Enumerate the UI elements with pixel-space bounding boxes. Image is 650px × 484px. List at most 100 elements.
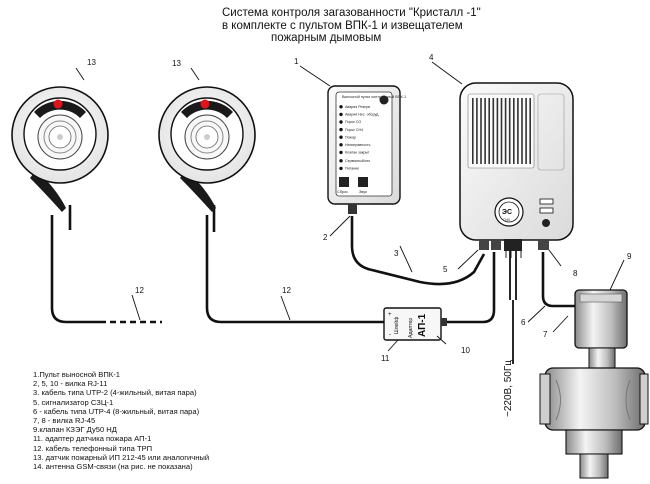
- legend-item: 7, 8 - вилка RJ-45: [33, 416, 96, 426]
- grille-slot: [500, 98, 503, 164]
- callout-9: 9: [627, 252, 632, 261]
- grille-slot: [480, 98, 482, 164]
- callout-6: 6: [521, 318, 526, 327]
- legend-item: 3. кабель типа UTP-2 (4-жильный, витая п…: [33, 388, 197, 398]
- indicator-led-icon: [339, 150, 343, 155]
- grille-slot: [488, 98, 490, 164]
- rj11-plug-5: [479, 239, 489, 250]
- indicator-label: Питание: [345, 167, 359, 171]
- title-line-3: пожарным дымовым: [271, 32, 382, 44]
- rj11-plug-adapter: [491, 239, 501, 250]
- grille-slot: [484, 98, 486, 164]
- adapter-ap1: Адаптер АП-1 Шлейф + -: [383, 307, 447, 341]
- grille-slot: [504, 98, 507, 164]
- indicator-led-icon: [339, 135, 343, 139]
- rj45-plug-8: [538, 239, 549, 250]
- legend-item: 14. антенна GSM-связи (на рис. не показа…: [33, 462, 193, 472]
- grille-slot: [472, 98, 474, 164]
- callout-12-right: 12: [282, 286, 291, 295]
- indicator-led-icon: [339, 105, 343, 109]
- grille-slot: [517, 98, 519, 164]
- indicator-label: Авария Нес. оборуд.: [345, 113, 379, 117]
- legend-item: 1.Пульт выносной ВПК-1: [33, 370, 120, 379]
- indicator-label: Порог СН4: [345, 128, 363, 132]
- indicator-led-icon: [339, 127, 343, 132]
- sound-button-icon: [358, 177, 368, 187]
- callout-11: 11: [381, 354, 390, 363]
- power-label: ~220В, 50Гц: [503, 360, 514, 417]
- legend-item: 12. кабель телефонный типа ТРП: [33, 443, 153, 453]
- indicator-led-icon: [339, 112, 343, 117]
- cable-12-left: [50, 205, 162, 324]
- indicator-led-icon: [339, 166, 343, 171]
- cable-3: [350, 216, 486, 286]
- callout-5: 5: [443, 265, 448, 274]
- grille-slot: [496, 98, 499, 164]
- legend-item: 5. сигнализатор СЗЦ-1: [33, 397, 114, 407]
- callout-13-right: 13: [172, 59, 181, 68]
- indicator-led-icon: [339, 159, 343, 163]
- gas-detector-szc1: ЭС СН4: [459, 82, 574, 258]
- indicator-label: Порог СО: [345, 120, 361, 124]
- callout-3: 3: [394, 249, 399, 258]
- reset-button-icon: [339, 177, 349, 187]
- callout-2: 2: [323, 233, 328, 242]
- legend-item: 11. адаптер датчика пожара АП-1: [33, 434, 152, 444]
- smoke-detector-right: [158, 86, 256, 212]
- grille-slot: [476, 98, 478, 164]
- legend-item: 2, 5, 10 - вилка RJ-11: [33, 379, 108, 389]
- grille-slot: [521, 98, 523, 164]
- callout-8: 8: [573, 269, 578, 278]
- callout-4: 4: [429, 53, 434, 62]
- indicator-led-icon: [339, 143, 343, 147]
- remote-panel-vpk1: Выносной пульт контрольный ВПК-1 Авария …: [327, 85, 406, 214]
- indicator-led-icon: [339, 120, 343, 124]
- legend-item: 9.клапан КЗЭГ Ду50 НД: [33, 425, 117, 435]
- rj11-plug-2: [348, 204, 357, 214]
- cable-6: [541, 252, 575, 308]
- callout-10: 10: [461, 346, 470, 355]
- sound-button-label: Звук: [359, 190, 367, 194]
- adapter-shleif: Шлейф: [393, 317, 400, 334]
- callout-13-left: 13: [87, 58, 96, 67]
- diagram-title: Система контроля загазованности "Кристал…: [222, 7, 552, 45]
- legend-item: 6 - кабель типа UTP-4 (8-жильный, витая …: [33, 406, 200, 416]
- power-plug: [504, 239, 522, 251]
- callout-1: 1: [294, 57, 299, 66]
- leader-lines: [75, 61, 625, 352]
- title-line-2: в комплекте с пультом ВПК-1 и извещателе…: [222, 19, 463, 32]
- valve-kzeg: [539, 289, 649, 479]
- panel-header: Выносной пульт контрольный ВПК-1: [342, 95, 406, 99]
- adapter-model: АП-1: [417, 313, 428, 337]
- grille-slot: [513, 98, 515, 164]
- indicator-label: Авария Резерв: [345, 105, 370, 109]
- indicator-label: Неисправность: [345, 143, 371, 147]
- indicator-label: Клапан закрыт: [345, 151, 370, 155]
- vent-grille: [472, 98, 531, 164]
- grille-slot: [529, 98, 531, 164]
- cable-adapter-to-detector: [441, 252, 496, 324]
- reset-button-label: Сброс: [337, 190, 348, 194]
- callout-numbers: 13 13 1 4 2 3 5 8 9 6 7 10 11 12 12: [87, 53, 632, 363]
- callout-12-left: 12: [135, 286, 144, 295]
- grille-slot: [525, 98, 527, 164]
- detector-logo-text: ЭС: [502, 209, 512, 216]
- adapter-word: Адаптер: [408, 318, 414, 338]
- title-line-1: Система контроля загазованности "Кристал…: [222, 7, 481, 19]
- indicator-label: Пожар: [345, 135, 356, 139]
- indicator-label: Сервисный/отк: [345, 159, 370, 163]
- power-cable: [509, 248, 517, 364]
- legend-item: 13. датчик пожарный ИП 212-45 или аналог…: [33, 452, 210, 462]
- panel-buzzer-icon: [379, 95, 389, 105]
- grille-slot: [508, 98, 511, 164]
- grille-slot: [492, 98, 495, 164]
- adapter-plus: +: [388, 312, 392, 318]
- smoke-detector-left: [11, 86, 109, 212]
- detector-logo-sub: СН4: [503, 218, 510, 222]
- callout-7: 7: [543, 330, 548, 339]
- adapter-minus: -: [389, 332, 391, 338]
